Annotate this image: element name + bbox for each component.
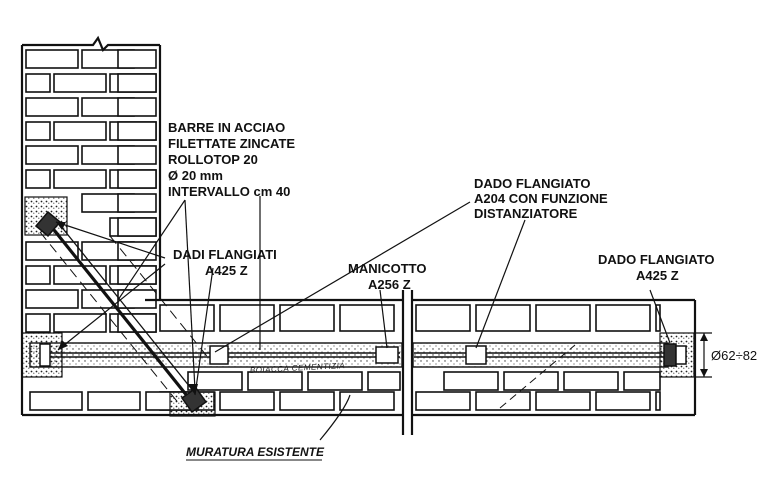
brick (25, 169, 51, 189)
brick (117, 73, 157, 93)
brick (219, 391, 275, 411)
brick (595, 391, 651, 411)
label-spacer-nut: DADO FLANGIATO A204 CON FUNZIONE DISTANZ… (474, 176, 608, 221)
label-existing-masonry: MURATURA ESISTENTE (186, 445, 325, 459)
brick (53, 169, 107, 189)
brick (53, 73, 107, 93)
brick (219, 304, 275, 332)
brick (475, 391, 531, 411)
label-nuts-left: DADI FLANGIATI A425 Z (173, 247, 277, 278)
label-nut-right-line-1: DADO FLANGIATO (598, 252, 715, 267)
label-diameter: Ø62÷82 (711, 348, 757, 363)
brick (25, 73, 51, 93)
brick (367, 371, 401, 391)
brick (187, 371, 243, 391)
brick (415, 391, 471, 411)
arrowheads (56, 222, 198, 395)
label-spacer-nut-line-3: DISTANZIATORE (474, 206, 578, 221)
label-bars-line-3: ROLLOTOP 20 (168, 152, 258, 167)
flange-nut-bottom (180, 386, 208, 414)
label-spacer-nut-line-1: DADO FLANGIATO (474, 176, 591, 191)
threaded-bar-diagonal (39, 218, 576, 409)
brick (117, 169, 157, 189)
brick (443, 371, 499, 391)
brick (117, 121, 157, 141)
brick (25, 241, 79, 261)
spacer-left (209, 345, 229, 365)
brick (25, 289, 79, 309)
brick (535, 391, 591, 411)
brick (87, 391, 141, 411)
brick (623, 371, 661, 391)
brick (595, 304, 651, 332)
label-spacer-nut-line-2: A204 CON FUNZIONE (474, 191, 608, 206)
brick (503, 371, 559, 391)
brick (247, 371, 303, 391)
label-nuts-left-line-2: A425 Z (205, 263, 248, 278)
brick (279, 391, 335, 411)
brick (25, 97, 79, 117)
dimension-arrows (700, 333, 708, 377)
brick (25, 49, 79, 69)
label-bars-line-5: INTERVALLO cm 40 (168, 184, 290, 199)
brick (117, 97, 157, 117)
brick (563, 371, 619, 391)
brick (475, 304, 531, 332)
label-coupler: MANICOTTO A256 Z (348, 261, 426, 292)
brick (25, 313, 51, 333)
label-nut-right-line-2: A425 Z (636, 268, 679, 283)
brick (117, 265, 157, 285)
brick (117, 193, 157, 213)
label-bars-line-1: BARRE IN ACCIAO (168, 120, 285, 135)
brick (25, 145, 79, 165)
brick (117, 145, 157, 165)
brick (53, 265, 107, 285)
label-coupler-line-1: MANICOTTO (348, 261, 426, 276)
brick (415, 304, 471, 332)
vertical-wall-bricks (25, 49, 157, 333)
label-nut-right: DADO FLANGIATO A425 Z (598, 252, 715, 283)
flange-nut-right (663, 343, 677, 367)
brick (339, 304, 395, 332)
brick (117, 241, 157, 261)
hardware (34, 210, 687, 414)
brick (117, 217, 157, 237)
flange-nut-left (39, 343, 51, 367)
brick (25, 121, 51, 141)
label-coupler-line-2: A256 Z (368, 277, 411, 292)
spacer-nut-a204 (465, 345, 487, 365)
brick (29, 391, 83, 411)
brick (655, 391, 661, 411)
coupler-a256z (375, 346, 399, 364)
label-nuts-left-line-1: DADI FLANGIATI (173, 247, 277, 262)
brick (53, 121, 107, 141)
brick (279, 304, 335, 332)
brick (339, 391, 395, 411)
label-bars-line-2: FILETTATE ZINCATE (168, 136, 295, 151)
flange-plate-right (675, 345, 687, 365)
label-bars-line-4: Ø 20 mm (168, 168, 223, 183)
brick (307, 371, 363, 391)
brick (535, 304, 591, 332)
brick (53, 313, 107, 333)
label-bars: BARRE IN ACCIAO FILETTATE ZINCATE ROLLOT… (168, 120, 295, 199)
leader-lines (55, 196, 671, 441)
brick (117, 49, 157, 69)
brick (25, 265, 51, 285)
